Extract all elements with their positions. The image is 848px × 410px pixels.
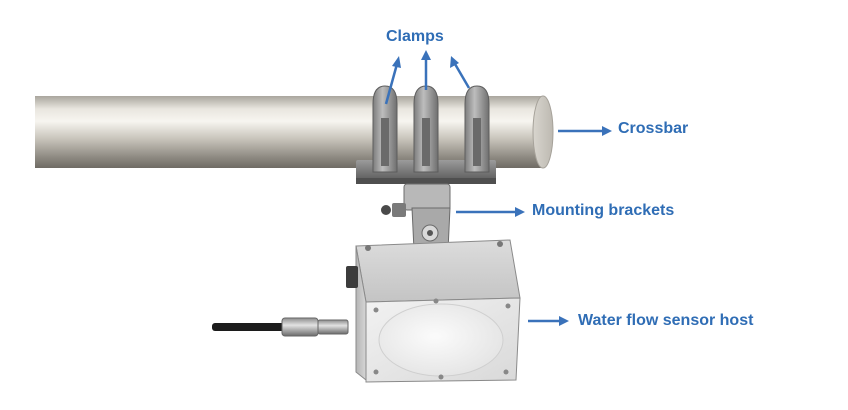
arrowheads-clamps bbox=[392, 50, 459, 68]
crossbar-label: Crossbar bbox=[618, 120, 689, 137]
cable-connector bbox=[212, 317, 349, 337]
arrow-clamps bbox=[384, 58, 471, 105]
arrow-crossbar bbox=[558, 126, 612, 136]
mounting-bracket bbox=[381, 183, 451, 251]
mounting-brackets-label: Mounting brackets bbox=[532, 202, 675, 219]
arrow-sensor-host bbox=[528, 316, 569, 326]
clamp-middle bbox=[413, 85, 439, 173]
sensor-host-label: Water flow sensor host bbox=[578, 312, 754, 329]
sensor-host-box bbox=[346, 239, 521, 383]
clamps-label: Clamps bbox=[386, 28, 444, 45]
arrow-mounting-brackets bbox=[456, 207, 525, 217]
clamp-right bbox=[464, 85, 490, 173]
crossbar-pipe bbox=[35, 95, 554, 169]
clamp-left bbox=[372, 85, 398, 173]
